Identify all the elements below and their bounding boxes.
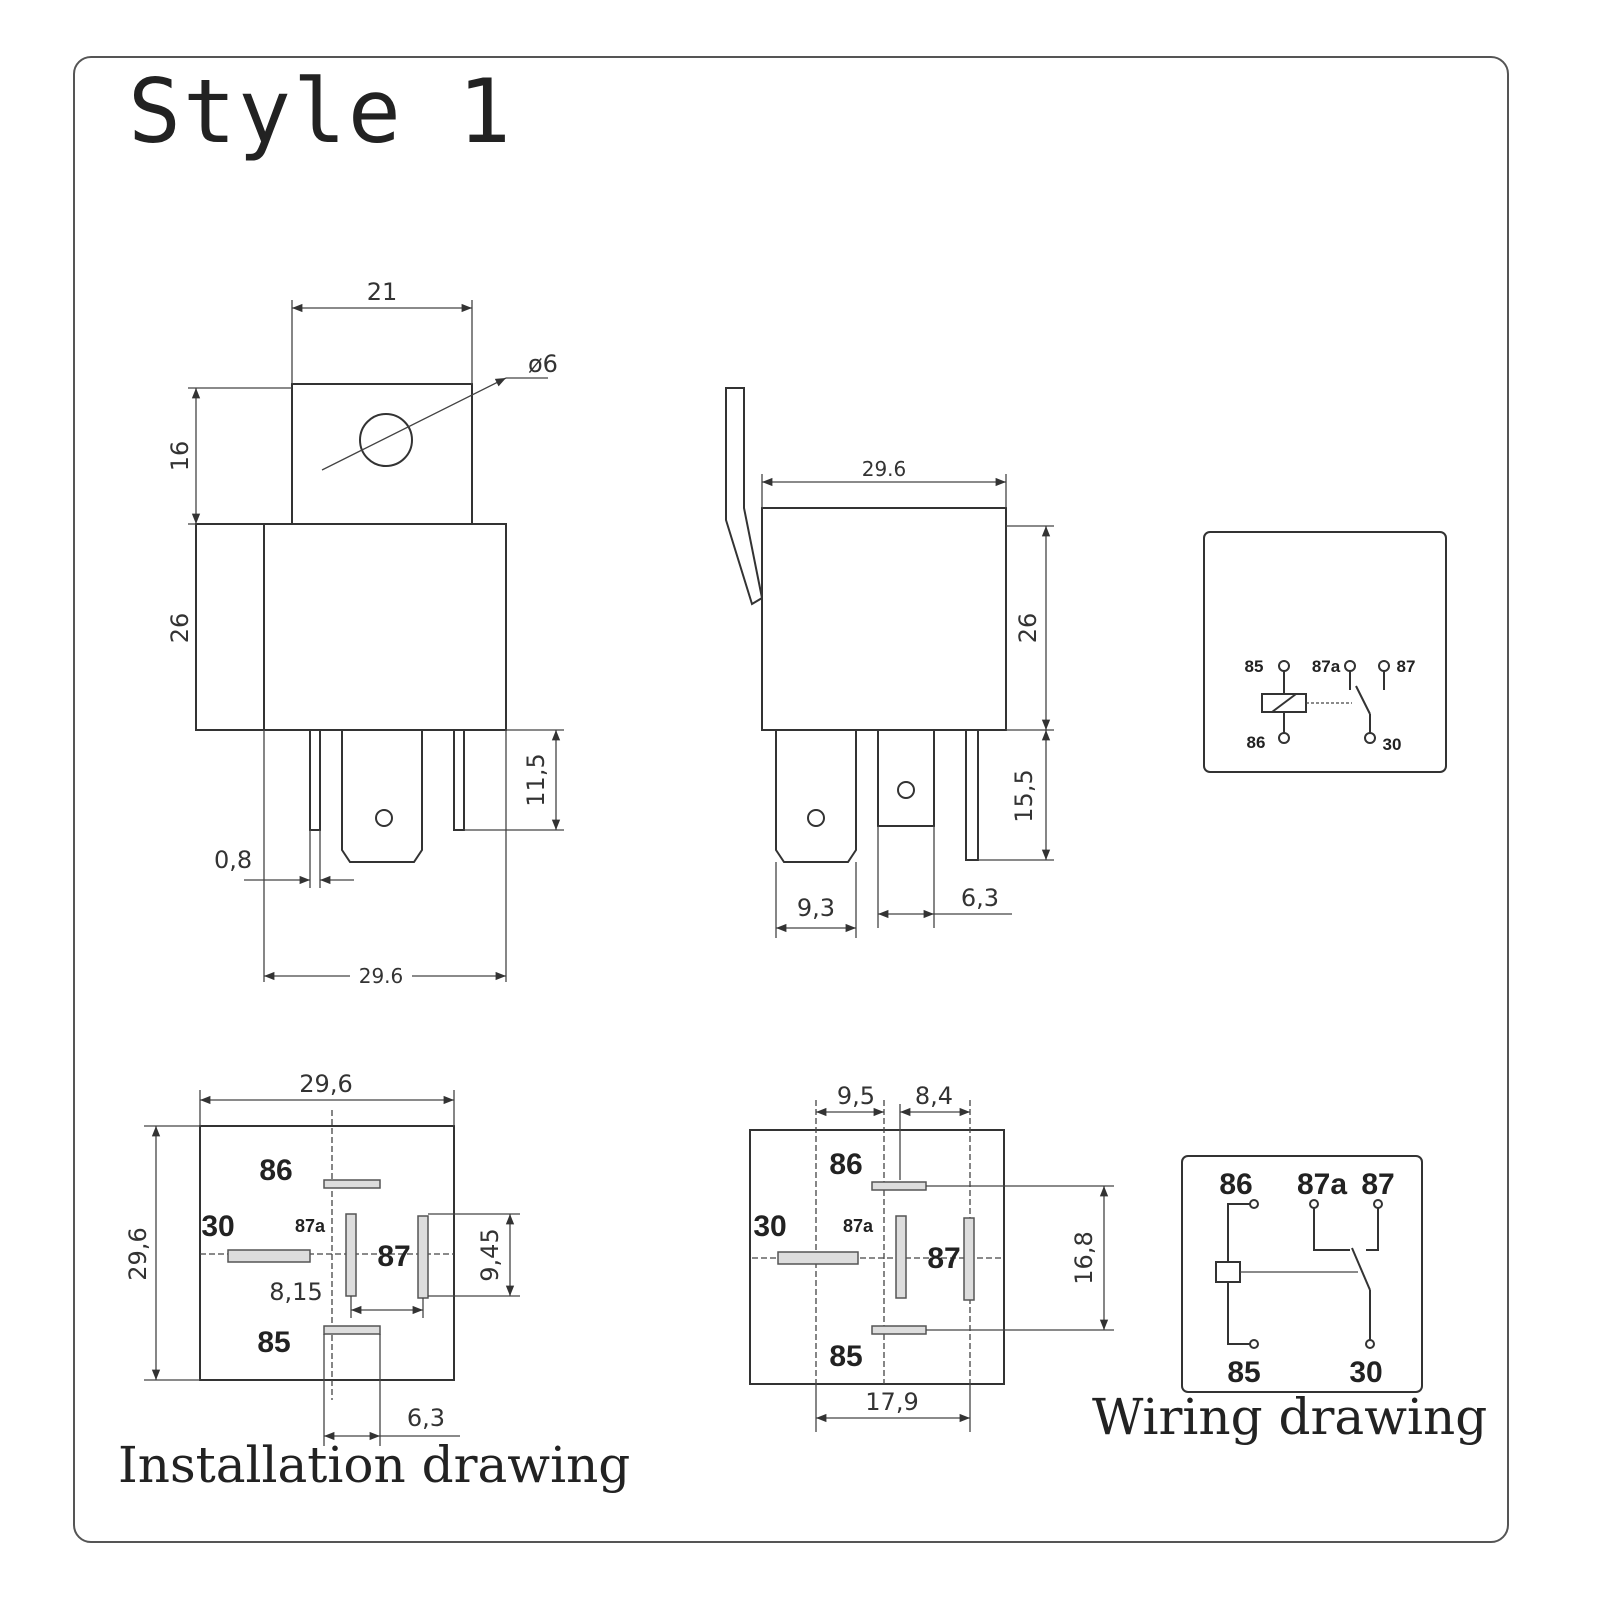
dim-side-width: 29.6 (862, 457, 907, 481)
pin-87-small: 87 (1397, 657, 1416, 676)
dim-pin-a: 9,3 (797, 894, 835, 922)
terminal-86-r (871, 1181, 927, 1191)
dim-left-width: 29,6 (299, 1070, 352, 1098)
page-title: Style 1 (128, 60, 513, 163)
large-wiring-frame (1181, 1155, 1423, 1393)
large-wiring-diagram: 86 87a 87 85 30 (1181, 1155, 1423, 1393)
small-wiring-diagram: 85 87a 87 86 30 (1203, 531, 1447, 773)
dim-left-63: 6,3 (407, 1404, 445, 1432)
pin-edge (453, 729, 465, 831)
front-view: 21 ø6 16 26 11,5 0,8 29.6 (166, 278, 564, 988)
terminal-86 (323, 1179, 381, 1189)
label-87-left: 87 (377, 1240, 410, 1273)
pin-86-large: 86 (1219, 1168, 1252, 1201)
dim-hole: ø6 (528, 350, 558, 378)
install-footprint-right: 86 30 87a 87 85 9,5 8,4 16,8 17,9 (749, 1082, 1114, 1432)
diagram-frame (73, 56, 1509, 1543)
terminal-30 (227, 1249, 311, 1263)
terminal-87a-r (895, 1215, 907, 1299)
pin-middle (877, 729, 935, 827)
caption-installation: Installation drawing (118, 1436, 631, 1494)
small-wiring-frame (1203, 531, 1447, 773)
dim-side-height: 26 (1014, 613, 1042, 644)
dim-body-width: 29.6 (359, 964, 404, 988)
pin-86-small: 86 (1247, 733, 1266, 752)
dim-left-height: 29,6 (124, 1227, 152, 1280)
terminal-87a (345, 1213, 357, 1297)
dim-right-84: 8,4 (915, 1082, 953, 1110)
side-view: 29.6 26 15,5 9,3 6,3 (725, 387, 1054, 938)
dim-right-95: 9,5 (837, 1082, 875, 1110)
terminal-30-r (777, 1251, 859, 1265)
bracket (725, 387, 764, 606)
dim-right-168: 16,8 (1070, 1231, 1098, 1284)
label-85-left: 85 (257, 1326, 290, 1359)
label-87a-left: 87a (295, 1216, 326, 1236)
pin-large (775, 729, 857, 863)
mounting-hole (359, 413, 413, 467)
dim-left-945: 9,45 (476, 1228, 504, 1281)
caption-wiring: Wiring drawing (1092, 1388, 1488, 1446)
install-footprint-left: 86 30 87a 87 85 29,6 29,6 9,45 8,15 6,3 (124, 1070, 520, 1446)
label-86-right: 86 (829, 1148, 862, 1181)
dim-left-815: 8,15 (269, 1278, 322, 1306)
dim-pin-b: 6,3 (961, 884, 999, 912)
pin-flat (341, 729, 423, 863)
label-86-left: 86 (259, 1154, 292, 1187)
dim-tab-height: 16 (166, 441, 194, 472)
mounting-tab (291, 383, 473, 525)
terminal-87 (417, 1215, 429, 1299)
pin-edge-side (965, 729, 979, 861)
dim-body-height: 26 (166, 613, 194, 644)
pin-thin (309, 729, 321, 831)
dim-side-pin-length: 15,5 (1010, 769, 1038, 822)
pin-87a-small: 87a (1312, 657, 1341, 676)
pin-85-small: 85 (1245, 657, 1264, 676)
label-87-right: 87 (927, 1242, 960, 1275)
pin-30-large: 30 (1349, 1356, 1382, 1389)
pin-87a-large: 87a (1297, 1168, 1347, 1201)
label-30-right: 30 (753, 1210, 786, 1243)
label-87a-right: 87a (843, 1216, 874, 1236)
pin-30-small: 30 (1383, 735, 1402, 754)
label-85-right: 85 (829, 1340, 862, 1373)
relay-body-side (761, 507, 1007, 731)
pin-85-large: 85 (1227, 1356, 1260, 1389)
terminal-85-r (871, 1325, 927, 1335)
dim-tab-width: 21 (367, 278, 398, 306)
dim-right-179: 17,9 (865, 1388, 918, 1416)
dim-pin-length: 11,5 (522, 753, 550, 806)
relay-body (195, 523, 507, 731)
coil-large (1215, 1261, 1241, 1283)
pin-87-large: 87 (1361, 1168, 1394, 1201)
terminal-85 (323, 1325, 381, 1335)
dim-pin-thickness: 0,8 (214, 846, 252, 874)
terminal-87-r (963, 1217, 975, 1301)
label-30-left: 30 (201, 1210, 234, 1243)
